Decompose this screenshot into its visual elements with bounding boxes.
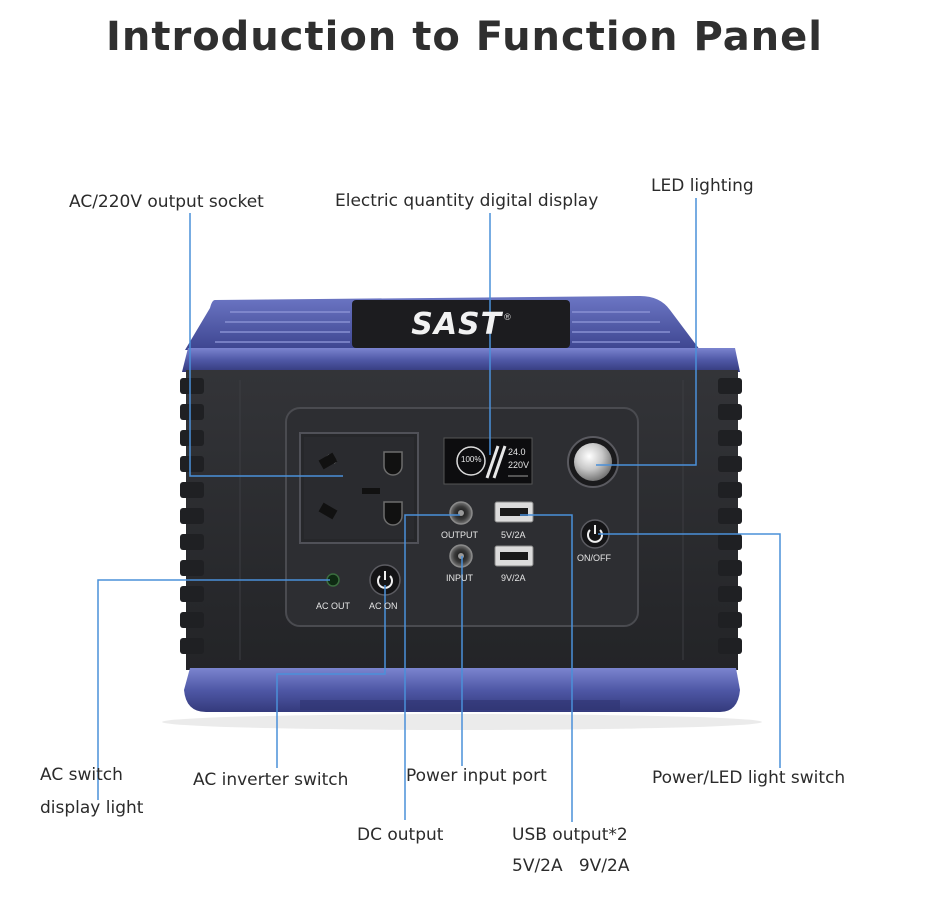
- page-title: Introduction to Function Panel: [105, 14, 823, 60]
- usb-port-2: [494, 545, 534, 567]
- digital-display: [443, 437, 533, 485]
- leader-lines: [97, 198, 781, 822]
- usb2-spec-label: 9V/2A: [501, 573, 526, 583]
- label-ac-socket: AC/220V output socket: [69, 192, 264, 212]
- label-usb-specs: 5V/2A 9V/2A: [512, 856, 630, 876]
- display-line-2: 220V: [508, 460, 530, 470]
- brand-logo: SAST ®: [352, 300, 570, 348]
- dc-output-port: [449, 501, 473, 525]
- usb1-spec-label: 5V/2A: [501, 530, 526, 540]
- device-upper-trim: [182, 348, 740, 372]
- led-light: [567, 436, 619, 488]
- on-off-label: ON/OFF: [577, 553, 611, 563]
- brand-logo-text: SAST: [411, 306, 503, 342]
- label-power-input-port: Power input port: [406, 766, 547, 786]
- usb-port-1: [494, 501, 534, 523]
- label-usb-output: USB output*2: [512, 825, 628, 845]
- display-percent: 100%: [461, 455, 482, 464]
- display-line-1: 24.0: [508, 447, 526, 457]
- ac-socket: [299, 432, 419, 544]
- label-dc-output: DC output: [357, 825, 444, 845]
- label-ac-inverter-switch: AC inverter switch: [193, 770, 349, 790]
- label-led-lighting: LED lighting: [651, 176, 754, 196]
- device-top: [185, 296, 700, 350]
- input-port-label: INPUT: [446, 573, 473, 583]
- label-power-led-switch: Power/LED light switch: [652, 768, 846, 788]
- label-digital-display: Electric quantity digital display: [335, 191, 599, 211]
- power-input-port: [449, 544, 473, 568]
- ac-out-label: AC OUT: [316, 601, 351, 611]
- registered-mark: ®: [504, 312, 511, 322]
- label-ac-switch-light-2: display light: [40, 798, 144, 818]
- output-port-label: OUTPUT: [441, 530, 478, 540]
- label-ac-switch-light-1: AC switch: [40, 765, 123, 785]
- ac-on-label: AC ON: [369, 601, 398, 611]
